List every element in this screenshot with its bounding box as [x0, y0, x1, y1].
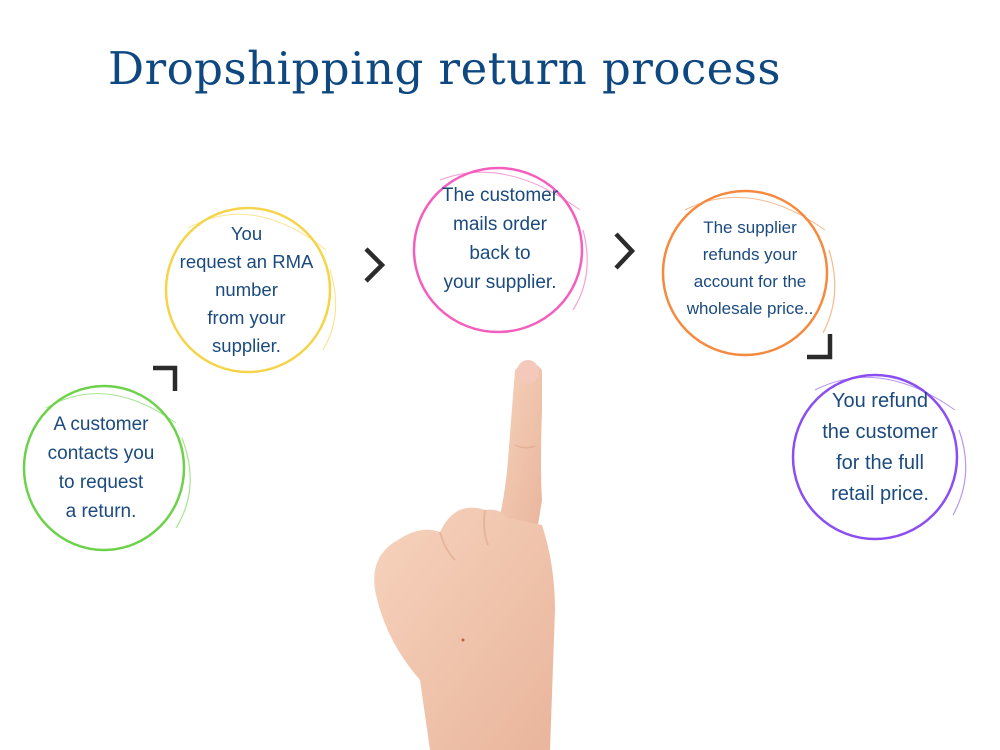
circle-ring-icon: [164, 206, 337, 374]
step-2-circle: You request an RMA number from your supp…: [158, 200, 343, 380]
circle-ring-icon: [791, 373, 967, 541]
step-1-circle: A customer contacts you to request a ret…: [16, 378, 198, 558]
corner-arrow-down-icon: [807, 334, 833, 360]
chevron-right-icon: [364, 247, 386, 283]
step-5-circle: You refund the customer for the full ret…: [785, 365, 975, 545]
corner-arrow-up-icon: [153, 365, 178, 391]
step-2-text: You request an RMA number from your supp…: [179, 223, 314, 356]
step-1-text: A customer contacts you to request a ret…: [47, 414, 155, 522]
circle-ring-icon: [22, 384, 191, 552]
step-3-circle: The customer mails order back to your su…: [405, 160, 595, 338]
step-3-text: The customer mails order back to your su…: [441, 185, 559, 293]
chevron-right-icon: [614, 232, 636, 270]
step-4-text: The supplier refunds your account for th…: [686, 217, 814, 318]
circle-ring-icon: [661, 189, 836, 357]
step-5-text: You refund the customer for the full ret…: [822, 390, 938, 505]
page-title: Dropshipping return process: [108, 42, 781, 95]
pointing-hand-icon: [374, 360, 555, 750]
step-4-circle: The supplier refunds your account for th…: [655, 185, 845, 360]
circle-ring-icon: [412, 166, 588, 334]
